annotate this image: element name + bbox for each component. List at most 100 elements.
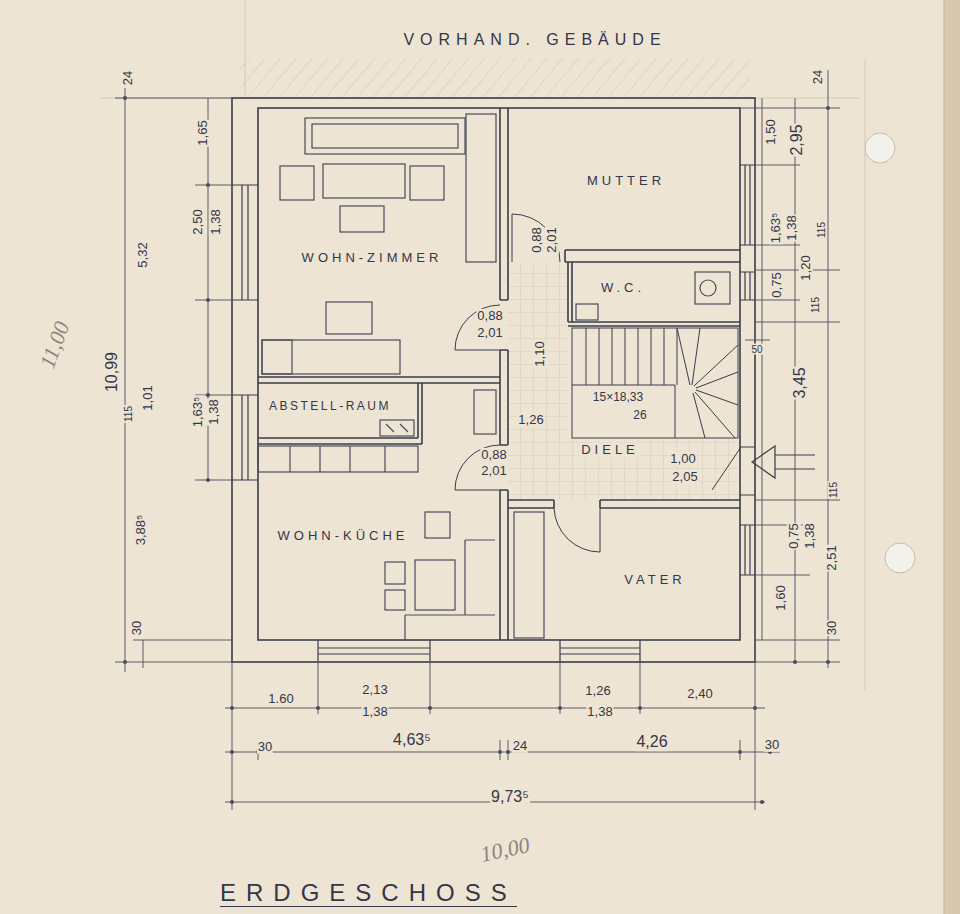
dimension-label: 1,63⁵ (191, 396, 205, 429)
dimension-label: 1,65 (196, 119, 210, 146)
furniture-part (695, 272, 730, 304)
doors-part (712, 447, 755, 495)
stair-label: 15×18,33 (591, 391, 645, 405)
staircase-part (572, 328, 677, 385)
dimension-label: 24 (811, 69, 825, 85)
staircase (572, 328, 738, 438)
furniture-part (386, 424, 408, 432)
dimension-ticks-part (123, 96, 127, 100)
furniture-part (258, 446, 418, 472)
walls-part (500, 108, 508, 640)
dimension-label: 5,32 (136, 241, 150, 268)
dimension-ticks-part (230, 800, 234, 804)
floor-tiles-part (508, 438, 740, 500)
dimension-label: 2,13 (361, 683, 388, 697)
dimension-lines-part (115, 88, 232, 672)
dimension-label: 1,38 (361, 705, 388, 719)
punch-holes (865, 133, 915, 573)
existing-building-band: VORHAND. GEBÄUDE (232, 14, 757, 98)
floor-tiles (508, 262, 740, 500)
room-label: VORHAND. GEBÄUDE (401, 31, 668, 49)
staircase-box: 15×18,3326 (572, 325, 738, 438)
entrance-arrow (752, 446, 815, 478)
dimension-label: 115 (123, 405, 134, 423)
walls-part (232, 98, 755, 662)
room: WOHN-ZIMMER (258, 108, 500, 378)
dimension-ticks-part (230, 750, 234, 754)
dimension-label: 30 (764, 738, 780, 752)
walls-part (508, 500, 740, 508)
staircase-part (572, 328, 738, 438)
windows-part (318, 640, 430, 662)
furniture-part (410, 166, 444, 200)
entrance-arrow-part (752, 446, 775, 478)
dimension-label: 1,38 (207, 398, 221, 425)
windows-part (560, 640, 640, 662)
dimension-label: 4,26 (635, 733, 668, 751)
dimension-lines-part (745, 340, 770, 341)
dimension-ticks-part (753, 706, 757, 710)
dimension-label: 1.60 (267, 692, 294, 706)
dimension-label: 9,73⁵ (490, 788, 530, 806)
dimension-label: 50 (750, 344, 763, 355)
dimension-label: 2,95 (788, 123, 806, 156)
dimension-label: 30 (825, 620, 839, 636)
plan-title: ERDGESCHOSS (220, 880, 517, 907)
dimension-label: 30 (257, 740, 273, 754)
room: ABSTELL-RAUM (258, 382, 418, 438)
room-label: ABSTELL-RAUM (267, 400, 393, 414)
furniture-part (380, 420, 414, 436)
dimension-label: 1,38 (785, 214, 799, 241)
furniture-part (323, 164, 405, 198)
dimension-label: 115 (816, 221, 827, 239)
furniture-part (262, 340, 292, 374)
staircase-part (675, 328, 738, 438)
dimension-lines-part (740, 108, 840, 662)
dimension-ticks-part (206, 393, 210, 397)
room-label: DIELE (579, 443, 641, 458)
furniture-part (262, 340, 400, 374)
doors-part (554, 508, 600, 552)
dimension-label: 3,88⁵ (134, 514, 148, 547)
dimension-label: 1,38 (586, 705, 613, 719)
dimension-label: 2,40 (686, 687, 713, 701)
dimension-label: 24 (121, 70, 135, 86)
dimension-label: 24 (512, 739, 528, 753)
furniture-part (385, 590, 405, 610)
dimension-label: 0,88 (530, 226, 544, 253)
paper-part (944, 0, 960, 914)
dimension-label: 1,00 (669, 452, 696, 466)
dimension-label: 10,99 (103, 351, 121, 393)
furniture-part (514, 512, 544, 638)
dimension-label: 2,01 (480, 464, 507, 478)
windows-part (741, 272, 754, 300)
furniture-part (405, 540, 495, 640)
dimension-label: 1,38 (803, 522, 817, 549)
dimension-ticks-part (826, 660, 830, 664)
dimension-ticks-part (558, 706, 562, 710)
room-label: W.C. (599, 281, 647, 296)
furniture-part (280, 166, 314, 200)
windows-part (740, 165, 755, 245)
dimension-ticks-part (206, 478, 210, 482)
dimension-label: 2,50 (191, 208, 205, 235)
punch-holes-part (885, 543, 915, 573)
dimension-ticks-part (123, 660, 127, 664)
dimension-label: 3,45 (791, 366, 809, 399)
dimension-label: 115 (828, 481, 839, 499)
room-label: VATER (622, 573, 687, 588)
dimension-label: 1,60 (774, 584, 788, 611)
furniture-part (415, 560, 455, 610)
windows-part (318, 641, 430, 661)
walls-part (565, 250, 740, 262)
paper-part (100, 0, 865, 690)
dimension-ticks-part (206, 183, 210, 187)
doors-part (741, 447, 754, 495)
windows-part (560, 641, 640, 661)
furniture-part (340, 206, 384, 232)
dimension-label: 0,75 (770, 271, 784, 298)
dimension-label: 2,01 (545, 226, 559, 253)
walls-part (568, 262, 740, 326)
